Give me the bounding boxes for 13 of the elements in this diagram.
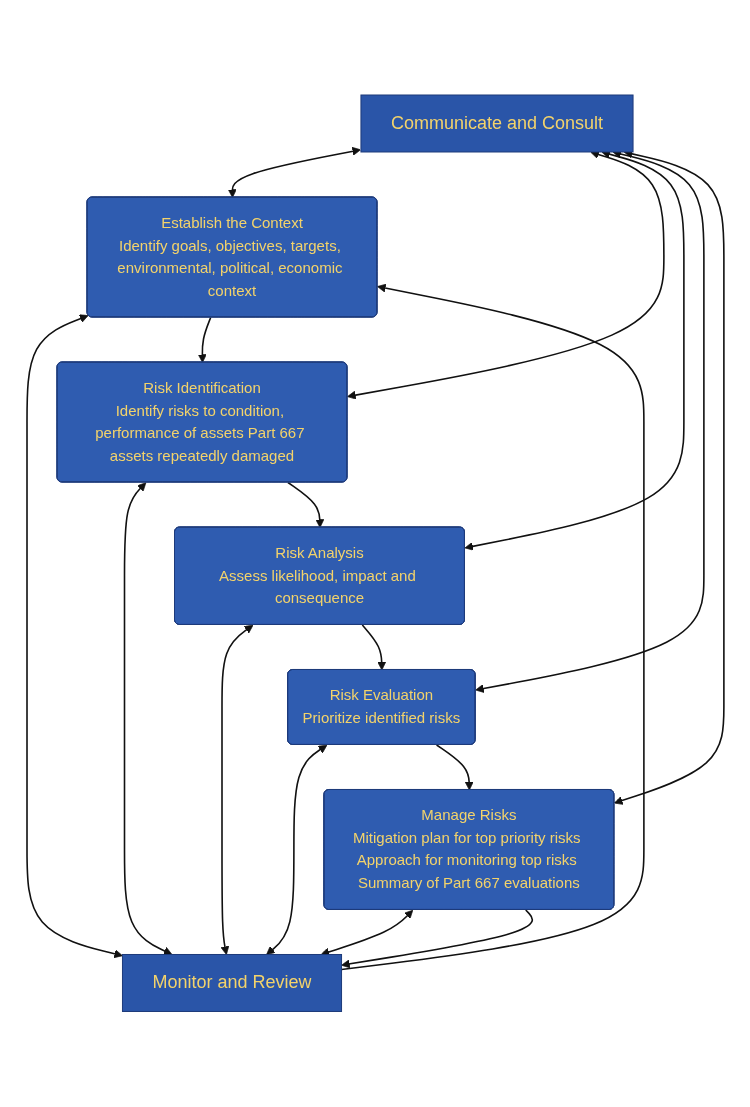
arrow — [435, 744, 474, 791]
arrow — [265, 745, 327, 956]
arrow — [227, 147, 361, 199]
arrow — [220, 625, 253, 956]
arrow — [340, 909, 533, 969]
arrow — [286, 481, 324, 529]
arrow — [361, 624, 386, 671]
node-box: Monitor and Review — [121, 954, 342, 1013]
arrow — [197, 316, 212, 364]
node-box: Communicate and Consult — [360, 94, 634, 153]
arrow — [25, 314, 123, 959]
arrow — [340, 284, 645, 971]
arrow — [123, 482, 172, 956]
